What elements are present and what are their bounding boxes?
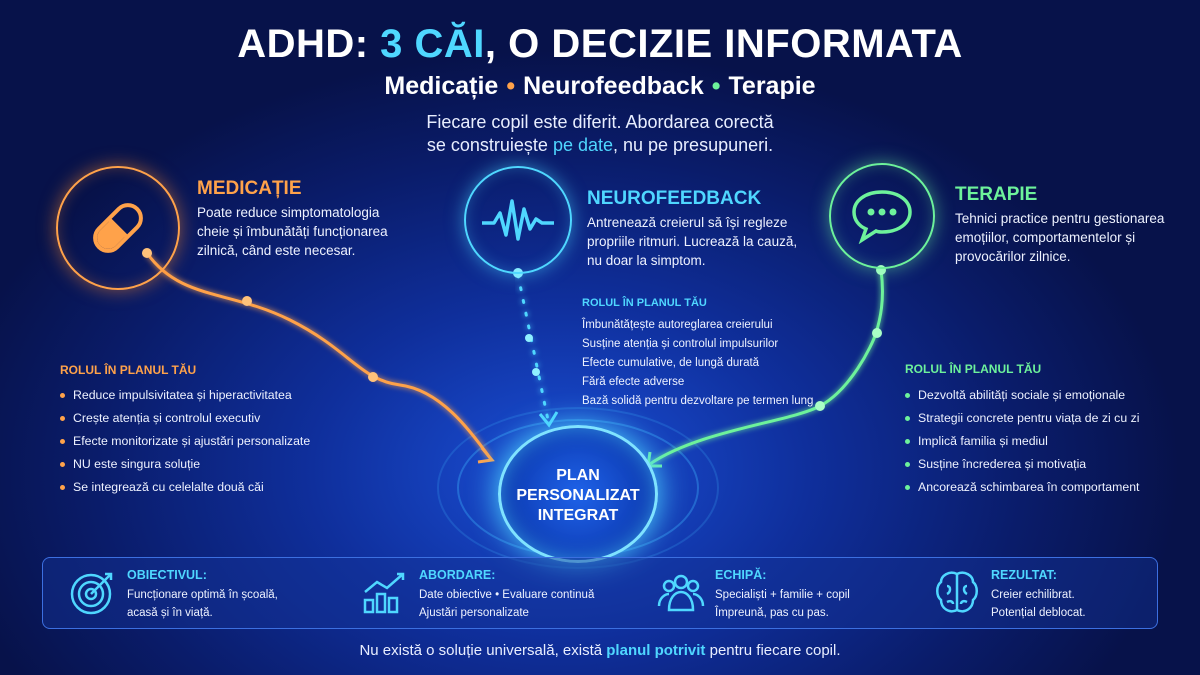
arrow-head (538, 411, 559, 428)
list-item: Efecte cumulative, de lungă durată (582, 357, 760, 369)
team-icon (657, 574, 705, 612)
brain-icon (936, 571, 978, 613)
terapie-role-list: Dezvoltă abilități sociale și emoționale… (905, 384, 1139, 499)
list-item: Susține atenția și controlul impulsurilo… (582, 338, 779, 350)
list-item: Dezvoltă abilități sociale și emoționale (905, 384, 1139, 407)
card-title: ECHIPĂ: (715, 568, 767, 582)
card-line: Date obiective • Evaluare continuă (419, 589, 595, 601)
list-item: Crește atenția și controlul executiv (60, 407, 310, 430)
medicatie-role-list: Reduce impulsivitatea și hiperactivitate… (60, 384, 310, 499)
arrow-head (477, 447, 495, 464)
footer-tagline: Nu există o soluție universală, există p… (359, 642, 841, 659)
speech-bubble-icon (829, 163, 935, 269)
subtitle: Medicație•Neurofeedback•Terapie (384, 72, 816, 100)
neurofeedback-role-list: Îmbunătățește autoreglarea creierului Su… (582, 316, 813, 411)
card-line: Ajustări personalizate (419, 607, 529, 619)
list-item: Se integrează cu celelalte două căi (60, 476, 310, 499)
terapie-description: Tehnici practice pentru gestionarea emoț… (955, 211, 1165, 264)
list-item: Efecte monitorizate și ajustări personal… (60, 430, 310, 453)
neurofeedback-description: Antrenează creierul să își regleze propr… (587, 215, 798, 268)
ripple-ring (437, 407, 719, 569)
list-item: Îmbunătățește autoreglarea creierului (582, 319, 773, 331)
medicatie-path (145, 252, 492, 459)
neurofeedback-path (516, 273, 550, 422)
path-node (368, 372, 378, 382)
path-node (815, 401, 825, 411)
list-item: Implică familia și mediul (905, 430, 1139, 453)
list-item: Ancorează schimbarea în comportament (905, 476, 1139, 499)
intro-text: Fiecare copil este diferit. Abordarea co… (426, 112, 774, 155)
list-item: Strategii concrete pentru viața de zi cu… (905, 407, 1139, 430)
path-node (872, 328, 882, 338)
list-item: Reduce impulsivitatea și hiperactivitate… (60, 384, 310, 407)
path-node (525, 334, 533, 342)
page-title: ADHD: 3 CĂI, O DECIZIE INFORMATA (237, 22, 963, 66)
terapie-role-title: ROLUL ÎN PLANUL TĂU (905, 362, 1042, 376)
summary-card-rezultat: REZULTAT: Creier echilibrat. Potențial deb… (933, 568, 1086, 622)
card-title: ABORDARE: (419, 568, 496, 582)
summary-card-abordare: ABORDARE: Date obiective • Evaluare conti… (361, 568, 594, 622)
list-item: Fără efecte adverse (582, 376, 685, 388)
card-line: acasă și în viață. (127, 607, 213, 619)
brainwave-icon (464, 166, 572, 274)
center-plan-circle (498, 425, 658, 563)
list-item: Bază solidă pentru dezvoltare pe termen … (582, 395, 814, 407)
card-line: Specialiști + familie + copil (715, 589, 850, 601)
path-node (242, 296, 252, 306)
list-item: NU este singura soluție (60, 453, 310, 476)
neurofeedback-title: NEUROFEEDBACK (587, 188, 762, 209)
terapie-title: TERAPIE (955, 184, 1038, 205)
neurofeedback-role-title: ROLUL ÎN PLANUL TĂU (582, 297, 707, 309)
summary-card-objectiv: OBIECTIVUL: Funcționare optimă în școală,… (69, 568, 278, 622)
growth-chart-icon (363, 572, 405, 614)
card-line: Potențial deblocat. (991, 607, 1086, 619)
list-item: Susține încrederea și motivația (905, 453, 1139, 476)
pill-icon (56, 166, 180, 290)
medicatie-role-title: ROLUL ÎN PLANUL TĂU (60, 363, 197, 377)
terapie-path (649, 269, 884, 466)
target-icon (70, 572, 113, 615)
summary-bar: OBIECTIVUL: Funcționare optimă în școală,… (42, 557, 1158, 629)
card-line: Funcționare optimă în școală, (127, 589, 278, 601)
card-title: OBIECTIVUL: (127, 568, 207, 582)
card-line: Împreună, pas cu pas. (715, 607, 829, 619)
card-title: REZULTAT: (991, 568, 1057, 582)
path-node (532, 368, 540, 376)
medicatie-title: MEDICAȚIE (197, 178, 302, 199)
card-line: Creier echilibrat. (991, 589, 1075, 601)
medicatie-description: Poate reduce simptomatologia cheie și îm… (197, 205, 388, 258)
